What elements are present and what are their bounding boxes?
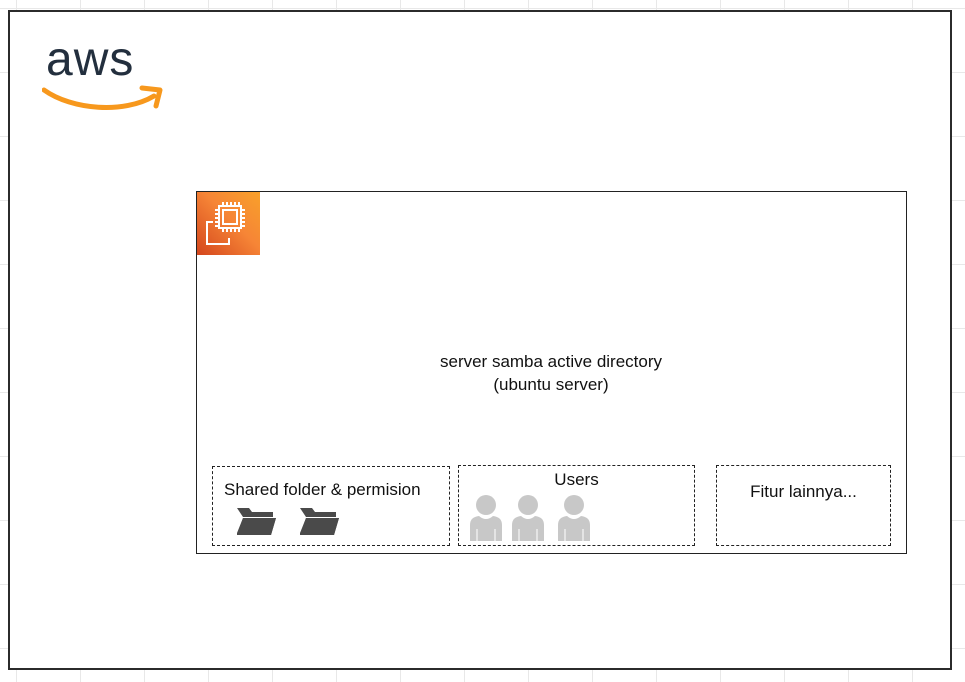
aws-logo: aws bbox=[42, 33, 166, 116]
shared-folder-title: Shared folder & permision bbox=[224, 480, 421, 499]
user-icon bbox=[558, 495, 590, 541]
server-label: server samba active directory (ubuntu se… bbox=[396, 350, 706, 396]
users-box: Users bbox=[458, 465, 695, 546]
aws-logo-text: aws bbox=[46, 33, 135, 86]
ec2-instance-icon bbox=[197, 192, 260, 255]
folder-icon bbox=[237, 508, 276, 535]
shared-folder-box: Shared folder & permision bbox=[212, 466, 450, 546]
server-label-line2: (ubuntu server) bbox=[493, 375, 609, 394]
folder-icon bbox=[300, 508, 339, 535]
aws-smile-icon bbox=[42, 85, 163, 110]
server-label-line1: server samba active directory bbox=[439, 352, 663, 371]
user-icon bbox=[470, 495, 502, 541]
user-icon bbox=[512, 495, 544, 541]
fitur-title: Fitur lainnya... bbox=[750, 482, 857, 501]
fitur-box: Fitur lainnya... bbox=[716, 465, 891, 546]
users-title: Users bbox=[554, 470, 599, 489]
